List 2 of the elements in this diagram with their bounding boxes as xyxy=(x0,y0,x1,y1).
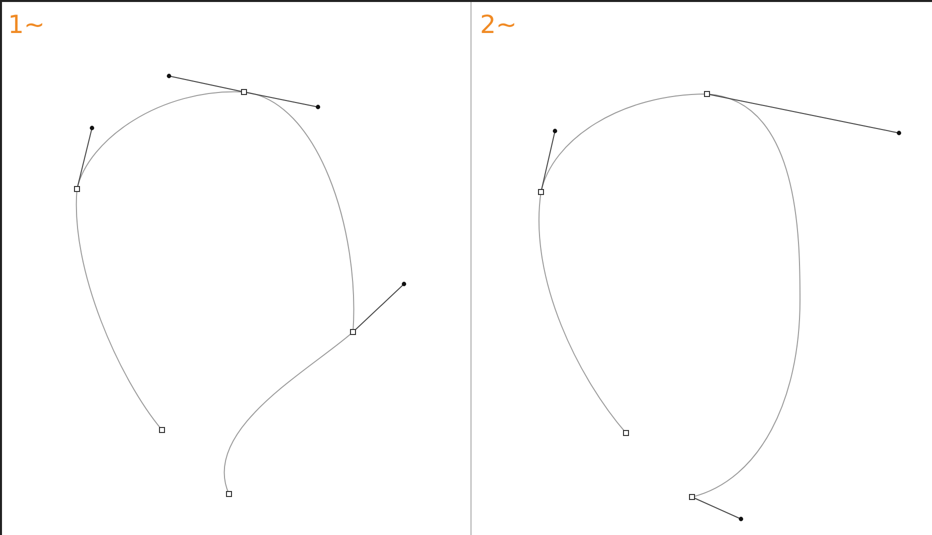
panel-label: 2~ xyxy=(480,12,517,37)
panel-label: 1~ xyxy=(8,12,45,37)
